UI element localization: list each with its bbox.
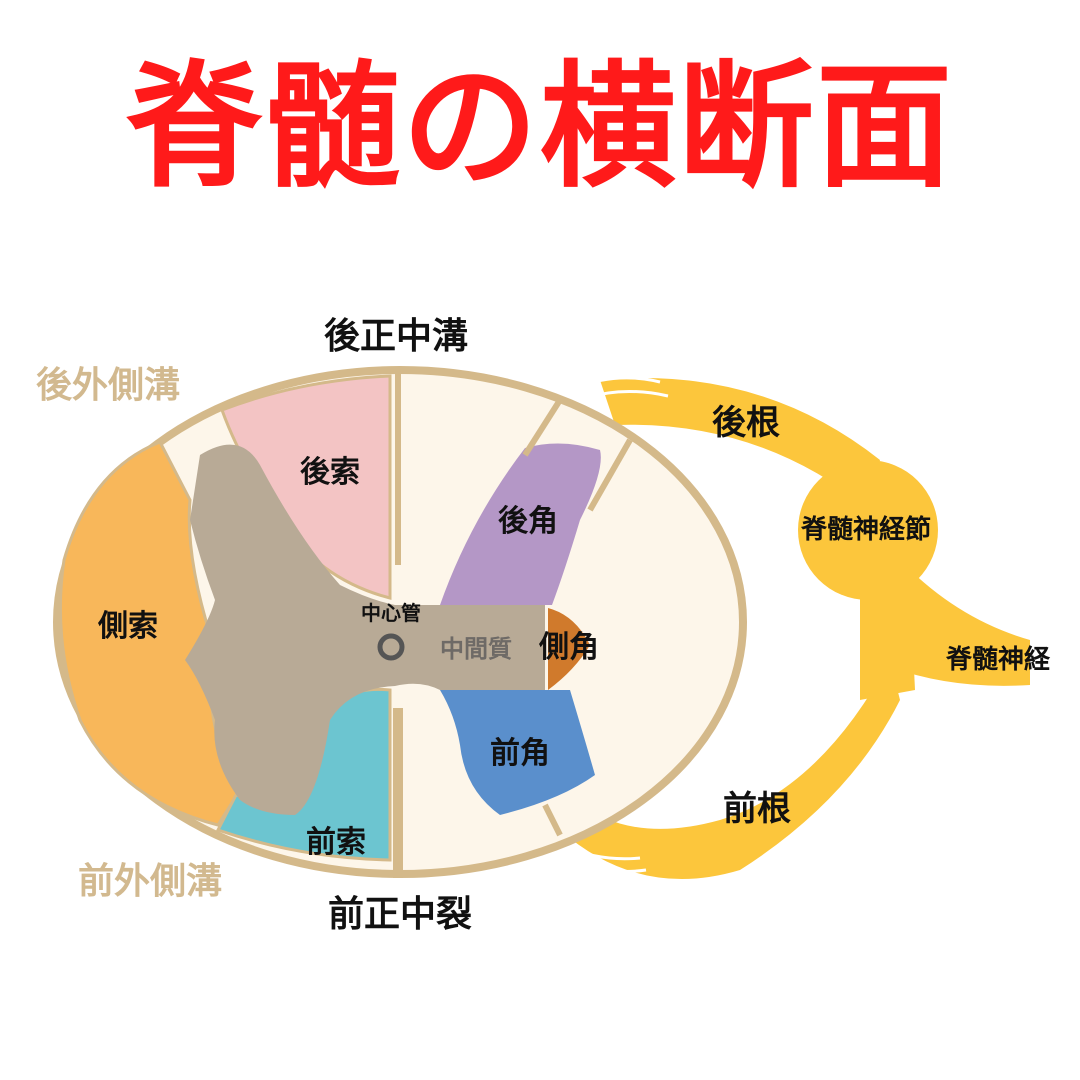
- page-title: 脊髄の横断面: [126, 49, 954, 207]
- lateral-funiculus-label: 側索: [97, 609, 158, 644]
- anterolateral-sulcus-label: 前外側溝: [78, 861, 222, 902]
- posterolateral-sulcus-line-2: [587, 438, 633, 512]
- spinal-ganglion-label: 脊髄神経節: [800, 514, 931, 545]
- spinal-nerve-label: 脊髄神経: [945, 644, 1051, 675]
- posterior-funiculus-label: 後索: [300, 455, 360, 490]
- dorsal-rootlet-2: [584, 390, 669, 400]
- ventral-rootlet-3: [571, 869, 653, 886]
- anterior-funiculus-label: 前索: [306, 825, 366, 860]
- ventral-rootlet-2: [564, 856, 647, 873]
- dorsal-root-label: 後根: [712, 403, 780, 443]
- nerve-structure: [559, 376, 1030, 886]
- central-canal: [377, 633, 405, 661]
- central-canal-label: 中心管: [361, 601, 421, 625]
- nerve-junction-shape: [860, 580, 915, 700]
- spinal-ganglion-shape: [798, 460, 938, 600]
- dorsal-root-shape: [600, 377, 880, 510]
- gray-matter-region: [185, 444, 545, 815]
- posterolateral-sulcus-line: [522, 398, 563, 457]
- ventral-root-shape: [560, 660, 900, 879]
- anterolateral-sulcus-line: [542, 803, 563, 837]
- posterior-horn-label: 後角: [498, 504, 558, 539]
- posterior-median-sulcus-label: 後正中溝: [324, 316, 468, 357]
- anterior-horn-region: [440, 690, 595, 815]
- spinal-nerve-shape: [885, 565, 1030, 686]
- intermediate-substance-label: 中間質: [440, 635, 512, 663]
- ventral-root-label: 前根: [723, 789, 791, 829]
- anterior-horn-label: 前角: [490, 736, 550, 771]
- lateral-horn-region: [548, 608, 590, 690]
- dorsal-rootlet-1: [579, 376, 661, 388]
- posterolateral-sulcus-label: 後外側溝: [36, 365, 180, 406]
- ventral-rootlet-1: [559, 843, 641, 861]
- posterior-horn-region: [440, 443, 601, 605]
- anterior-median-fissure-label: 前正中裂: [328, 894, 472, 935]
- lateral-horn-label: 側角: [538, 630, 599, 665]
